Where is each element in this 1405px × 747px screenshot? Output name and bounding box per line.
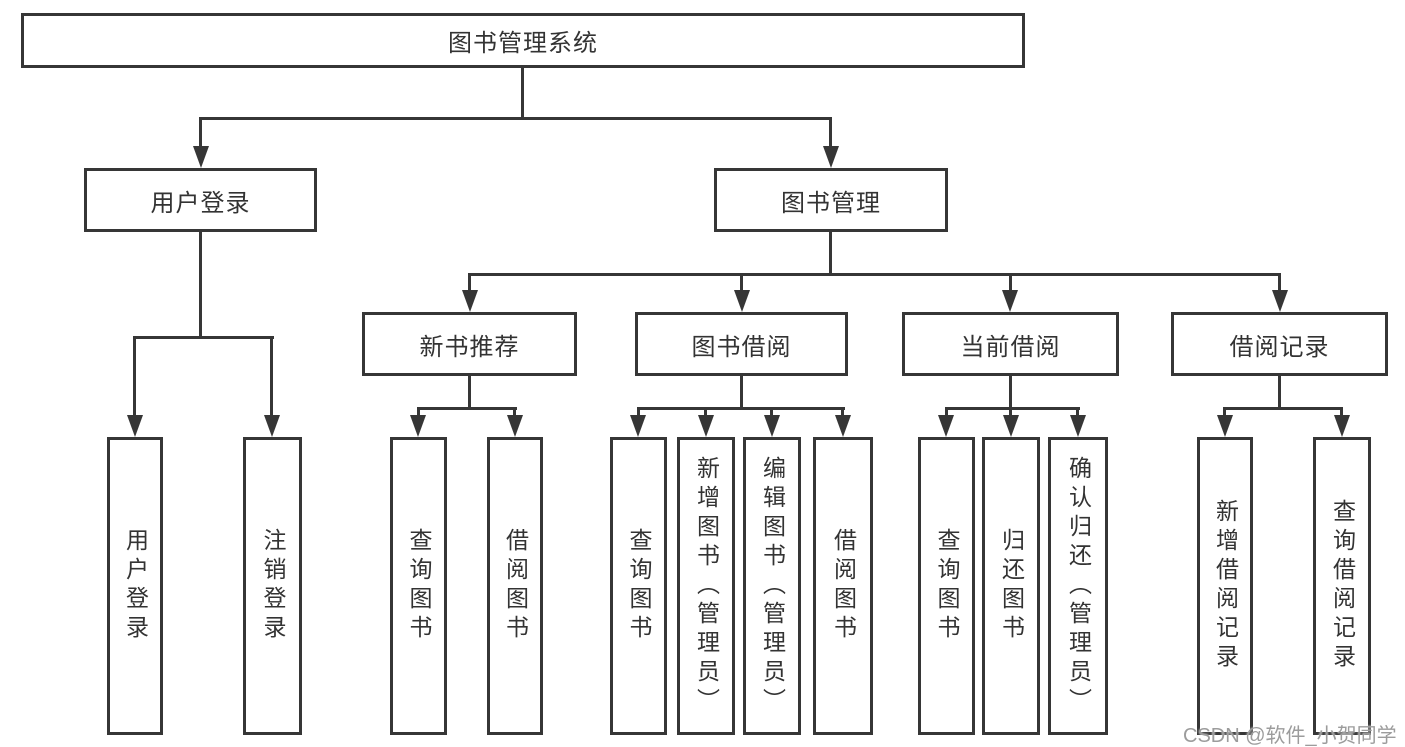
arrowhead-down-icon — [764, 415, 780, 437]
leaf-edit-books-admin: 编辑图书（管理员） — [743, 437, 801, 735]
node-book-borrowing: 图书借阅 — [635, 312, 848, 376]
arrowhead-down-icon — [264, 415, 280, 437]
connector-root-stem — [521, 68, 524, 118]
arrowhead-down-icon — [835, 415, 851, 437]
arrowhead-down-icon — [1217, 415, 1233, 437]
connector-drop — [1009, 407, 1012, 419]
leaf-label: 新增图书（管理员） — [693, 455, 720, 717]
connector-drop — [1076, 407, 1079, 419]
connector-drop-new-books — [468, 273, 471, 294]
connector-drop — [513, 407, 516, 419]
connector-drop — [1340, 407, 1343, 419]
node-user-login: 用户登录 — [84, 168, 317, 232]
leaf-label: 查询图书 — [934, 528, 960, 644]
connector-drop-records — [1278, 273, 1281, 294]
node-new-book-recommend: 新书推荐 — [362, 312, 577, 376]
node-user-login-label: 用户登录 — [150, 189, 251, 217]
leaf-return-books: 归还图书 — [982, 437, 1040, 735]
node-current-borrowing-label: 当前借阅 — [960, 333, 1061, 361]
leaf-add-borrow-record: 新增借阅记录 — [1197, 437, 1253, 735]
connector-drop — [770, 407, 773, 419]
leaf-label: 借阅图书 — [502, 528, 529, 644]
node-book-management: 图书管理 — [714, 168, 948, 232]
leaf-query-books-current: 查询图书 — [918, 437, 975, 735]
node-new-book-recommend-label: 新书推荐 — [419, 333, 520, 361]
connector-user-login-stem — [199, 232, 202, 339]
connector-records-bar — [1223, 407, 1343, 410]
arrowhead-down-icon — [462, 290, 478, 312]
connector-drop-logout-leaf — [270, 336, 273, 417]
arrowhead-down-icon — [1003, 415, 1019, 437]
csdn-watermark: CSDN @软件_小贺同学 — [1183, 725, 1397, 747]
leaf-borrow-books: 借阅图书 — [813, 437, 873, 735]
arrowhead-down-icon — [938, 415, 954, 437]
leaf-label: 用户登录 — [122, 528, 149, 644]
arrowhead-down-icon — [410, 415, 426, 437]
connector-drop — [637, 407, 640, 419]
connector-drop-book-mgmt — [829, 117, 832, 150]
leaf-add-books-admin: 新增图书（管理员） — [677, 437, 735, 735]
connector-drop-current — [1009, 273, 1012, 294]
arrowhead-down-icon — [698, 415, 714, 437]
connector-borrowing-stem — [740, 376, 743, 410]
connector-drop — [704, 407, 707, 419]
leaf-query-books-borrowing: 查询图书 — [610, 437, 667, 735]
arrowhead-down-icon — [1272, 290, 1288, 312]
leaf-label: 编辑图书（管理员） — [759, 455, 786, 717]
arrowhead-down-icon — [507, 415, 523, 437]
leaf-query-borrow-record: 查询借阅记录 — [1313, 437, 1371, 735]
leaf-confirm-return-admin: 确认归还（管理员） — [1048, 437, 1108, 735]
connector-drop-user-login — [199, 117, 202, 150]
leaf-label: 注销登录 — [260, 528, 286, 644]
leaf-label: 查询借阅记录 — [1329, 499, 1356, 673]
leaf-query-books-recommend: 查询图书 — [390, 437, 447, 735]
arrowhead-down-icon — [823, 146, 839, 168]
connector-root-bar — [199, 117, 831, 120]
node-root-label: 图书管理系统 — [448, 30, 598, 57]
arrowhead-down-icon — [1002, 290, 1018, 312]
connector-drop — [841, 407, 844, 419]
node-root: 图书管理系统 — [21, 13, 1025, 68]
connector-drop — [945, 407, 948, 419]
leaf-label: 确认归还（管理员） — [1065, 455, 1092, 717]
arrowhead-down-icon — [630, 415, 646, 437]
node-borrowing-records: 借阅记录 — [1171, 312, 1388, 376]
connector-book-mgmt-stem — [829, 232, 832, 276]
leaf-user-login: 用户登录 — [107, 437, 163, 735]
connector-book-mgmt-bar — [468, 273, 1281, 276]
leaf-borrow-books-recommend: 借阅图书 — [487, 437, 543, 735]
node-current-borrowing: 当前借阅 — [902, 312, 1119, 376]
connector-current-bar — [945, 407, 1080, 410]
leaf-label: 借阅图书 — [830, 528, 857, 644]
connector-drop-borrowing — [740, 273, 743, 294]
leaf-label: 归还图书 — [998, 528, 1025, 644]
connector-recommend-bar — [417, 407, 517, 410]
connector-recommend-stem — [468, 376, 471, 410]
arrowhead-down-icon — [193, 146, 209, 168]
connector-borrowing-bar — [637, 407, 845, 410]
leaf-logout: 注销登录 — [243, 437, 302, 735]
arrowhead-down-icon — [1334, 415, 1350, 437]
leaf-label: 查询图书 — [406, 528, 432, 644]
connector-drop — [417, 407, 420, 419]
arrowhead-down-icon — [1070, 415, 1086, 437]
arrowhead-down-icon — [127, 415, 143, 437]
connector-drop — [1223, 407, 1226, 419]
connector-current-stem — [1009, 376, 1012, 410]
node-book-borrowing-label: 图书借阅 — [691, 333, 792, 361]
node-borrowing-records-label: 借阅记录 — [1229, 333, 1330, 361]
leaf-label: 查询图书 — [626, 528, 652, 644]
arrowhead-down-icon — [734, 290, 750, 312]
connector-records-stem — [1278, 376, 1281, 410]
connector-drop-login-leaf — [133, 336, 136, 417]
leaf-label: 新增借阅记录 — [1212, 499, 1239, 673]
node-book-management-label: 图书管理 — [781, 189, 881, 217]
connector-user-login-bar — [133, 336, 274, 339]
